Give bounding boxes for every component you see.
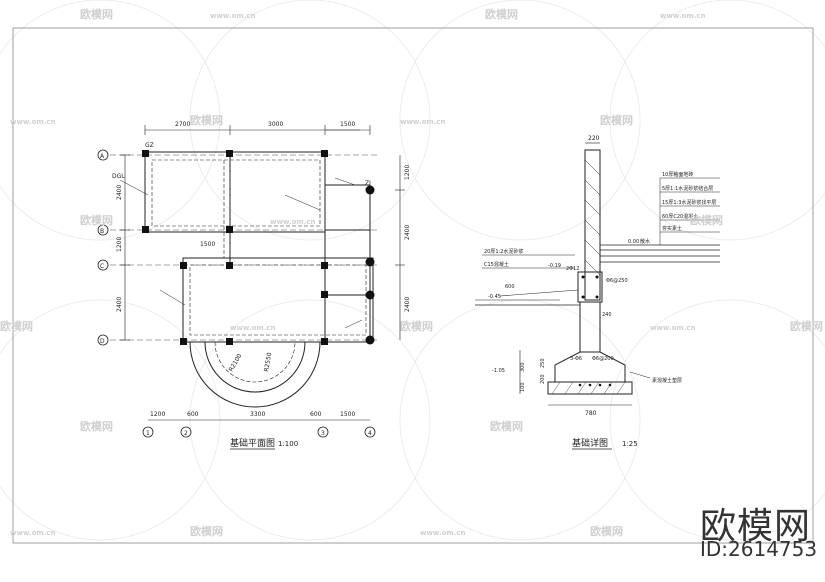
note-9: 素混凝土垫层 — [652, 377, 682, 384]
svg-text:www.om.cn: www.om.cn — [10, 118, 56, 126]
dim-left-2: 1200 — [116, 237, 123, 252]
label-dgl: DGL — [112, 173, 125, 180]
dim-300: 300 — [520, 362, 526, 372]
dim-bottom-1: 1200 — [150, 411, 165, 418]
rebar-2: 2Φ12 — [566, 266, 579, 272]
label-r2550: R2550 — [263, 352, 273, 373]
axis-c: C — [100, 263, 104, 270]
dim-left-3: 2400 — [116, 297, 123, 312]
dim-right-2: 2400 — [404, 225, 411, 240]
svg-text:欧模网: 欧模网 — [0, 319, 33, 333]
axis-3: 3 — [321, 430, 325, 437]
dim-right-1: 1200 — [404, 165, 411, 180]
dim-bottom-2: 600 — [187, 411, 199, 418]
plan-title: 基础平面图 — [230, 437, 275, 449]
level-neg105: -1.05 — [492, 368, 505, 374]
svg-text:欧模网: 欧模网 — [80, 213, 113, 227]
label-r2100: R2100 — [228, 353, 244, 373]
svg-text:www.om.cn: www.om.cn — [400, 118, 446, 126]
axis-b: B — [100, 228, 104, 235]
axis-1: 1 — [146, 430, 150, 437]
level-neg019: -0.19 — [548, 263, 561, 269]
detail-title: 基础详图 — [572, 437, 608, 449]
svg-text:欧模网: 欧模网 — [190, 113, 223, 127]
watermark-url: www.om.cn www.om.cn www.om.cn www.om.cn … — [10, 12, 706, 537]
dim-600: 600 — [505, 284, 515, 290]
svg-text:欧模网: 欧模网 — [790, 319, 823, 333]
svg-text:欧模网: 欧模网 — [400, 319, 433, 333]
rebar-3: 3-Φ6 — [570, 356, 582, 362]
dim-200: 200 — [540, 374, 546, 384]
svg-text:欧模网: 欧模网 — [690, 213, 723, 227]
svg-text:www.om.cn: www.om.cn — [650, 324, 696, 332]
note-5: 夯实素土 — [662, 225, 682, 232]
note-7: C15混凝土 — [484, 261, 509, 268]
watermark-circles — [0, 0, 825, 541]
level-000: 0.00 — [628, 239, 639, 245]
svg-text:www.om.cn: www.om.cn — [230, 324, 276, 332]
dim-bottom-4: 600 — [310, 411, 322, 418]
dim-top-3: 1500 — [340, 121, 355, 128]
note-8: 散水 — [640, 238, 650, 245]
dim-bottom-3: 3300 — [250, 411, 265, 418]
note-3: 15厚1:3水泥砂浆找平层 — [662, 199, 716, 206]
svg-text:www.om.cn: www.om.cn — [270, 218, 316, 226]
dim-top-2: 3000 — [268, 121, 283, 128]
detail-text: 220 780 -0.45 -0.19 -1.05 0.00 Φ6@250 2Φ… — [484, 135, 716, 449]
axis-a: A — [100, 153, 105, 160]
dim-bottom-5: 1500 — [340, 411, 355, 418]
note-2: 5厚1:1水泥砂浆结合层 — [662, 185, 713, 192]
axis-4: 4 — [368, 430, 372, 437]
dim-mid: 1500 — [200, 241, 215, 248]
dim-top-1: 2700 — [175, 121, 190, 128]
svg-text:www.om.cn: www.om.cn — [660, 12, 706, 20]
watermark-text: 欧模网 欧模网 欧模网 欧模网 欧模网 欧模网 欧模网 欧模网 欧模网 欧模网 … — [0, 7, 823, 538]
note-1: 10厚釉面地砖 — [662, 171, 693, 178]
svg-text:www.om.cn: www.om.cn — [420, 529, 466, 537]
plan-text: 2700 3000 1500 1200 600 3300 600 1500 15… — [100, 121, 411, 449]
detail-dim-top: 220 — [588, 135, 600, 142]
drawing-frame — [12, 27, 814, 544]
dim-250: 250 — [540, 358, 546, 368]
foundation-detail — [475, 142, 720, 406]
detail-dim-bottom: 780 — [585, 410, 597, 417]
svg-text:欧模网: 欧模网 — [80, 419, 113, 433]
detail-scale: 1:25 — [622, 440, 638, 448]
dim-240: 240 — [602, 312, 612, 318]
svg-text:欧模网: 欧模网 — [590, 524, 623, 538]
svg-text:欧模网: 欧模网 — [600, 113, 633, 127]
plan-scale: 1:100 — [278, 440, 298, 448]
svg-text:欧模网: 欧模网 — [190, 524, 223, 538]
axis-d: D — [100, 338, 105, 345]
brand-logo-text: 欧模网 — [700, 506, 812, 547]
svg-text:欧模网: 欧模网 — [485, 7, 518, 21]
brand-id: ID:2614753 — [700, 537, 818, 561]
note-4: 60厚C20混凝土 — [662, 213, 698, 220]
svg-text:www.om.cn: www.om.cn — [10, 529, 56, 537]
axis-2: 2 — [184, 430, 188, 437]
dim-100: 100 — [520, 382, 526, 392]
label-gz: GZ — [145, 142, 154, 149]
label-zj: ZJ — [365, 180, 371, 187]
rebar-4: Φ6@200 — [592, 356, 614, 362]
dim-right-3: 2400 — [404, 297, 411, 312]
foundation-plan — [97, 125, 405, 438]
svg-text:欧模网: 欧模网 — [490, 419, 523, 433]
level-neg045: -0.45 — [488, 294, 501, 300]
note-6: 20厚1:2水泥砂浆 — [484, 248, 523, 255]
rebar-1: Φ6@250 — [606, 278, 628, 284]
svg-text:欧模网: 欧模网 — [80, 7, 113, 21]
dim-left-1: 2400 — [116, 185, 123, 200]
svg-text:www.om.cn: www.om.cn — [210, 12, 256, 20]
